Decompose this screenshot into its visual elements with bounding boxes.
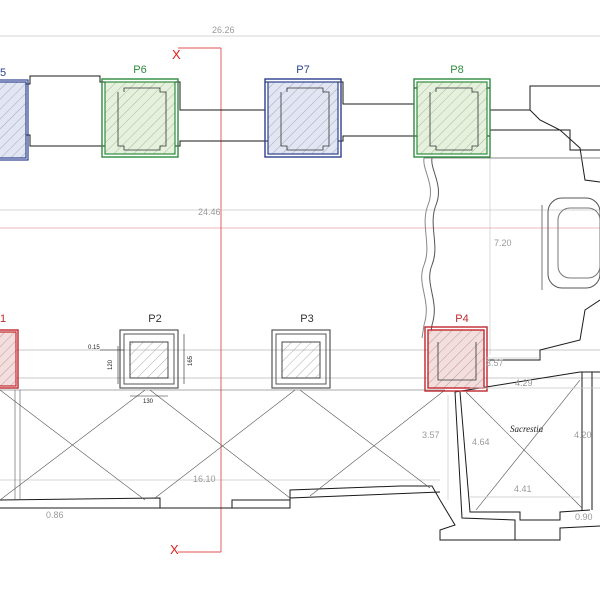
pillar-p5: [0, 79, 29, 161]
dim-lower-mid: 3.57: [422, 430, 440, 440]
pillar-p2-detail: [100, 334, 185, 397]
dim-p2-d1: 0.15: [88, 345, 100, 351]
pillar-label-p4: P4: [455, 313, 468, 325]
pillar-label-p5: 5: [0, 67, 6, 79]
pillar-label-p3: P3: [300, 313, 313, 325]
pillar-p8: [413, 78, 491, 158]
pillar-p6: [101, 78, 179, 158]
dim-p2-d2: 120: [108, 359, 114, 370]
dim-overall-top: 26.26: [212, 25, 235, 35]
pillar-label-p2: P2: [148, 313, 161, 325]
room-label-sacristy: Sacrestia: [510, 424, 544, 434]
dim-p2-d4: 165: [188, 355, 194, 366]
pillar-label-p6: P6: [133, 64, 146, 76]
dim-sacristy-top: 4.29: [515, 378, 533, 388]
dim-p2-d3: 130: [143, 399, 154, 405]
pillar-label-p1: 1: [0, 313, 6, 325]
pillar-p1: [0, 329, 19, 389]
dim-left-small: 0.86: [46, 510, 64, 520]
section-mark-bottom: X: [170, 542, 179, 557]
pillar-label-p7: P7: [296, 64, 309, 76]
section-mark-top: X: [172, 47, 181, 62]
pillar-p4: [424, 326, 488, 392]
dim-sacristy-left: 4.64: [472, 437, 490, 447]
dim-sacristy-bottom: 4.41: [514, 484, 532, 494]
dim-step: 3.57: [486, 358, 504, 368]
section-line: [0, 47, 600, 553]
vault-lines: [0, 379, 583, 511]
dim-mid: 24.46: [198, 207, 221, 217]
pillar-p3: [271, 329, 331, 389]
dim-right-small: 0.90: [575, 512, 593, 522]
pillar-p2: [119, 329, 179, 389]
dim-sacristy-right: 4.20: [574, 430, 592, 440]
nave-walls: [0, 75, 600, 541]
pillar-label-p8: P8: [450, 64, 463, 76]
dim-right-vertical: 7.20: [494, 238, 512, 248]
pillar-p7: [264, 78, 342, 158]
dim-bottom-span: 16.10: [193, 474, 216, 484]
